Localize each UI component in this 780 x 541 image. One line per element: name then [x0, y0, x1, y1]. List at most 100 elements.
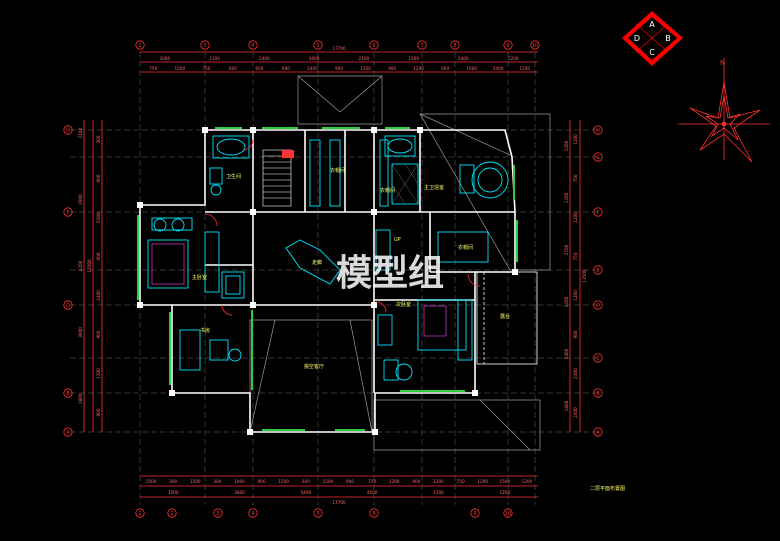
dim-left-row1-0: 2100	[78, 128, 83, 139]
dim-top-row2-13: 2400	[493, 66, 504, 71]
dim-bottom-total-0: 17700	[332, 500, 346, 505]
furniture	[147, 135, 509, 381]
dim-bottom-row2-6: 1500	[278, 479, 289, 484]
dim-bottom-row1-1: 3600	[234, 490, 245, 495]
svg-text:B: B	[66, 391, 70, 397]
dim-right-row2-2: 1200	[573, 212, 578, 223]
svg-text:3: 3	[216, 511, 219, 517]
dim-right-row1-0: 1200	[564, 140, 569, 151]
svg-text:2: 2	[170, 511, 173, 517]
dim-bottom-row2-11: 1200	[389, 479, 400, 484]
dim-bottom-row2-15: 1200	[477, 479, 488, 484]
dim-bottom-row2-12: 900	[412, 479, 420, 484]
axis-bubble-right-C: C	[593, 353, 603, 363]
dim-top-row1-3: 3000	[309, 56, 320, 61]
dim-right-row2-3: 750	[573, 252, 578, 260]
room-label-bedroom-2: 次卧室	[396, 301, 411, 308]
svg-text:A: A	[596, 430, 600, 436]
axis-bubble-bottom-3: 3	[213, 508, 223, 518]
terrace	[476, 271, 538, 365]
dim-bottom-row2-14: 750	[457, 479, 465, 484]
dim-left-row2-0: 300	[96, 135, 101, 143]
dim-right-row1-3: 1200	[564, 296, 569, 307]
dim-right-row1-4: 5400	[564, 348, 569, 359]
room-label-study: 书房	[200, 327, 210, 334]
badge-letter-c: C	[649, 48, 655, 57]
windows	[137, 127, 518, 431]
axis-bubble-bottom-5: 5	[313, 508, 323, 518]
bath-tile-hatch	[391, 163, 419, 205]
svg-text:8: 8	[453, 43, 456, 49]
dim-top-row1-2: 2400	[259, 56, 270, 61]
axis-bubble-right-D: D	[593, 300, 603, 310]
dim-bottom-row2-4: 1000	[234, 479, 245, 484]
columns	[137, 127, 518, 435]
dim-top-total-0: 17700	[332, 46, 346, 51]
dim-right-row2-1: 750	[573, 174, 578, 182]
svg-text:5: 5	[316, 511, 319, 517]
dim-bottom-row2-1: 300	[169, 479, 177, 484]
stair	[262, 149, 294, 207]
svg-text:4: 4	[251, 43, 254, 49]
axis-bubble-top-10: 10	[530, 40, 540, 50]
axis-bubble-bottom-9: 9	[470, 508, 480, 518]
dim-right-row1-5: 1800	[564, 400, 569, 411]
svg-text:7: 7	[420, 43, 423, 49]
dim-top-row1-0: 3000	[160, 56, 171, 61]
north-arrow-icon	[678, 58, 770, 163]
svg-text:5: 5	[316, 43, 319, 49]
room-labels: 卫生间 主卧室 书房 挑空客厅 走廊 衣帽间 主卫浴室 衣帽间 UP 次卧室 衣…	[192, 167, 510, 370]
room-label-corridor: 走廊	[312, 259, 322, 266]
dim-top-row2-14: 1200	[519, 66, 530, 71]
dim-top-row2-7: 900	[335, 66, 343, 71]
door-swings	[204, 139, 481, 316]
axis-bubble-bottom-4: 4	[248, 508, 258, 518]
axis-bubble-top-8: 8	[450, 40, 460, 50]
svg-text:1: 1	[138, 511, 141, 517]
axis-bubble-bottom-1: 1	[135, 508, 145, 518]
svg-text:10: 10	[532, 43, 538, 49]
dim-top-row2-6: 2400	[307, 66, 318, 71]
axis-bubble-right-G: G	[593, 152, 603, 162]
badge-letter-d: D	[634, 34, 640, 43]
svg-text:D: D	[66, 303, 70, 309]
room-label-terrace: 露台	[500, 313, 510, 320]
dim-top-row1-1: 2100	[209, 56, 220, 61]
axis-bubble-right-B: B	[593, 388, 603, 398]
dim-left-row1-2: 4200	[78, 260, 83, 271]
axis-bubble-top-4: 4	[248, 40, 258, 50]
room-label-up: UP	[394, 237, 401, 243]
svg-text:4: 4	[251, 511, 254, 517]
dimension-texts: 17700 3000 2100 2400 3000 2100 1500 2400 1200 750…	[78, 46, 587, 505]
svg-text:3: 3	[203, 43, 206, 49]
svg-text:9: 9	[473, 511, 476, 517]
axis-bubble-top-9: 9	[503, 40, 513, 50]
room-label-master-bedroom: 主卧室	[192, 274, 207, 281]
dim-bottom-row2-0: 1500	[146, 479, 157, 484]
dim-top-row1-7: 1200	[508, 56, 519, 61]
dim-top-row2-5: 600	[282, 66, 290, 71]
svg-text:F: F	[67, 210, 70, 216]
dim-top-row2-1: 1500	[174, 66, 185, 71]
svg-text:6: 6	[372, 43, 375, 49]
dimension-lines	[83, 51, 581, 498]
axis-bubble-left-D: D	[63, 300, 73, 310]
dim-right-row1-1: 1200	[564, 192, 569, 203]
axis-bubble-right-A: A	[593, 427, 603, 437]
dim-left-row2-5: 900	[96, 330, 101, 338]
axis-bubble-bottom-6: 6	[369, 508, 379, 518]
dim-left-row2-4: 2400	[96, 290, 101, 301]
dim-top-row2-12: 1500	[466, 66, 477, 71]
dim-bottom-row2-10: 750	[368, 479, 376, 484]
axis-bubble-top-5: 5	[313, 40, 323, 50]
dim-left-row1-3: 3900	[78, 327, 83, 338]
dim-left-row2-7: 900	[96, 408, 101, 416]
axis-bubble-right-H: H	[593, 125, 603, 135]
dim-left-row2-1: 900	[96, 174, 101, 182]
room-label-open-void: 挑空客厅	[304, 363, 324, 370]
svg-text:H: H	[66, 128, 70, 134]
axis-bubble-left-B: B	[63, 388, 73, 398]
dim-right-row2-0: 1200	[573, 134, 578, 145]
dim-left-row2-3: 600	[96, 252, 101, 260]
